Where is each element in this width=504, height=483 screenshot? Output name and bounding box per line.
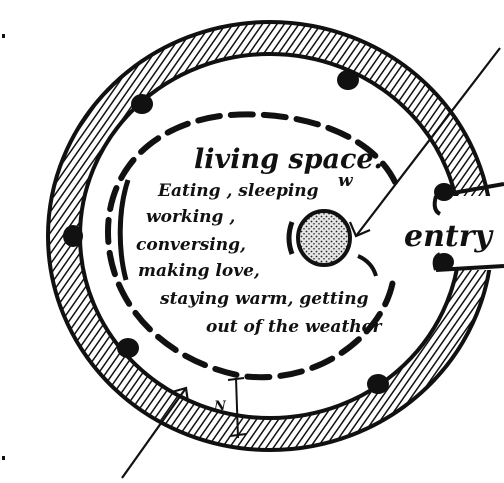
post-icon	[117, 338, 139, 358]
activity-line-6: out of the weather	[206, 317, 382, 337]
scan-specks	[2, 34, 5, 460]
hearth-icon	[289, 211, 376, 276]
left-arc-mark	[120, 180, 128, 280]
post-icon	[63, 225, 83, 247]
living-space-title: living space.	[194, 144, 383, 175]
post-icon	[367, 374, 389, 394]
wall-mark-label: N	[213, 399, 227, 414]
post-icon	[337, 70, 359, 90]
activity-line-2: working ,	[146, 207, 235, 227]
activity-line-1: Eating , sleeping	[157, 181, 319, 201]
post-icon	[434, 253, 454, 271]
activity-line-1-tail: w	[338, 171, 354, 191]
activity-line-3: conversing,	[136, 235, 246, 255]
post-icon	[434, 183, 454, 201]
entry-label: entry	[404, 219, 495, 254]
activity-line-5: staying warm, getting	[159, 289, 369, 309]
activity-line-4: making love,	[138, 261, 260, 281]
post-icon	[131, 94, 153, 114]
